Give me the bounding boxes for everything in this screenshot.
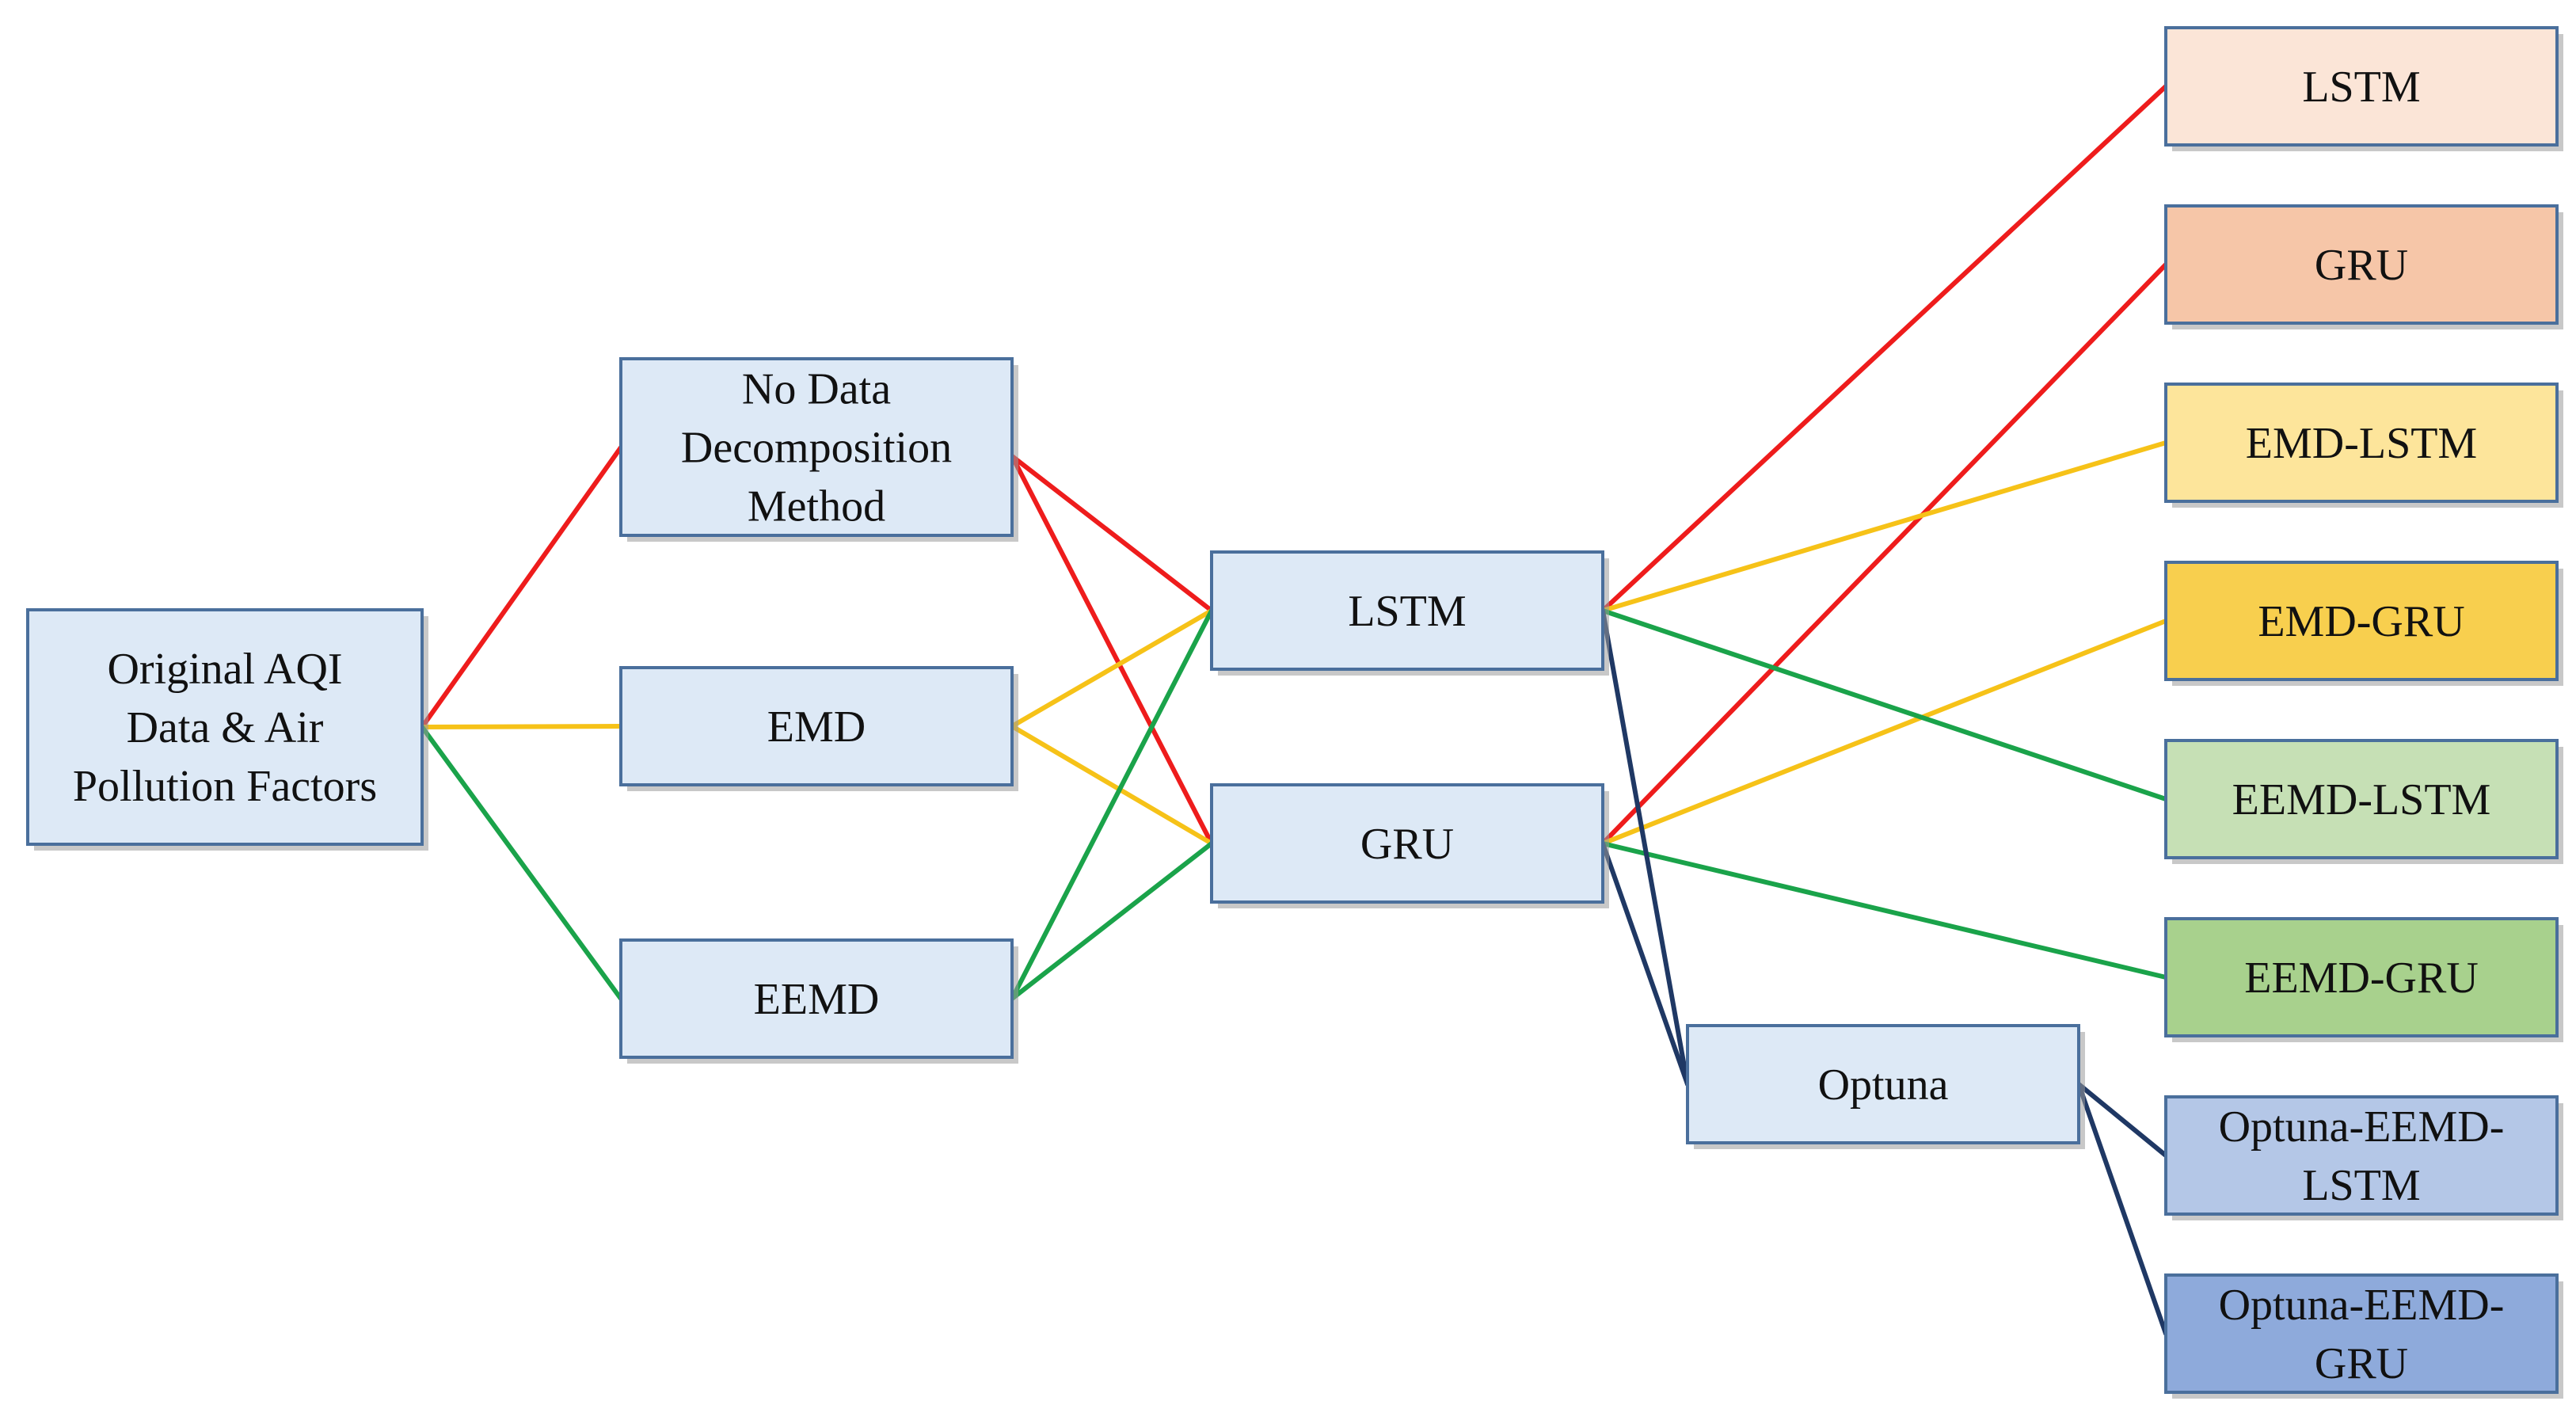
edge-original-to-eemd: [420, 725, 623, 1001]
node-box: [619, 938, 1014, 1059]
node-r-emd-gru: EMD-GRU: [2164, 561, 2563, 686]
node-label-line: Method: [748, 482, 885, 531]
node-label-line: Pollution Factors: [73, 762, 377, 811]
node-label-line: Optuna-EEMD-: [2219, 1281, 2505, 1330]
node-label-line: EMD-GRU: [2258, 597, 2464, 646]
node-label-line: EMD: [767, 702, 866, 752]
node-gru: GRU: [1210, 783, 1609, 908]
edge-original-to-emd: [420, 724, 623, 729]
edge-lstm-to-optuna: [1600, 608, 1690, 1087]
node-box: [1210, 783, 1604, 904]
node-label-line: Optuna: [1818, 1060, 1949, 1110]
edge-original-to-nodecomp: [420, 445, 623, 729]
node-eemd: EEMD: [619, 938, 1018, 1064]
edge-lstm-to-r_lstm: [1600, 84, 2168, 613]
edge-gru-to-optuna: [1600, 841, 1690, 1087]
node-r-lstm: LSTM: [2164, 26, 2563, 151]
node-lstm: LSTM: [1210, 550, 1609, 676]
node-label-line: Original AQI: [107, 645, 342, 694]
node-box: [1210, 550, 1604, 671]
node-label-line: EMD-LSTM: [2246, 419, 2477, 468]
node-emd: EMD: [619, 666, 1018, 791]
edge-optuna-to-r_opt_eemd_gru: [2076, 1082, 2168, 1336]
node-r-gru: GRU: [2164, 204, 2563, 329]
node-label-line: GRU: [2315, 1339, 2408, 1388]
node-label-line: EEMD: [754, 975, 880, 1024]
node-label-line: GRU: [1360, 820, 1454, 869]
edge-nodecomp-to-gru: [1010, 454, 1214, 846]
node-box: [2164, 739, 2559, 859]
edge-emd-to-lstm: [1010, 608, 1214, 729]
node-label-line: Data & Air: [127, 703, 324, 752]
edge-nodecomp-to-lstm: [1010, 454, 1214, 613]
node-r-eemd-gru: EEMD-GRU: [2164, 917, 2563, 1042]
node-box: [619, 666, 1014, 786]
node-label-line: No Data: [742, 365, 891, 414]
edge-emd-to-gru: [1010, 724, 1214, 846]
node-box: [26, 608, 424, 846]
connector-lines: [420, 84, 2168, 1336]
node-box: [619, 357, 1014, 537]
edge-optuna-to-r_opt_eemd_lstm: [2076, 1082, 2168, 1158]
edge-gru-to-r_eemd_gru: [1600, 841, 2168, 980]
node-label-line: GRU: [2315, 241, 2408, 290]
node-box: [2164, 204, 2559, 325]
node-box: [2164, 383, 2559, 503]
node-box: [2164, 917, 2559, 1037]
node-box: [2164, 561, 2559, 681]
node-r-eemd-lstm: EEMD-LSTM: [2164, 739, 2563, 864]
node-r-opt-eemd-lstm: Optuna-EEMD- LSTM: [2164, 1095, 2563, 1220]
node-r-opt-eemd-gru: Optuna-EEMD- GRU: [2164, 1273, 2563, 1399]
node-label-line: Optuna-EEMD-: [2219, 1102, 2505, 1152]
node-label-line: LSTM: [2302, 63, 2420, 112]
node-label-line: EEMD-LSTM: [2232, 775, 2491, 824]
edge-gru-to-r_emd_gru: [1600, 619, 2168, 846]
node-r-emd-lstm: EMD-LSTM: [2164, 383, 2563, 508]
node-optuna: Optuna: [1686, 1024, 2085, 1149]
edge-gru-to-r_gru: [1600, 262, 2168, 846]
edge-eemd-to-gru: [1010, 841, 1214, 1001]
node-box: [1686, 1024, 2080, 1144]
node-label-line: EEMD-GRU: [2244, 954, 2479, 1003]
node-label-line: Decomposition: [681, 424, 952, 473]
node-box: [2164, 26, 2559, 147]
node-box: [2164, 1095, 2559, 1216]
edge-lstm-to-r_eemd_lstm: [1600, 608, 2168, 801]
edge-lstm-to-r_emd_lstm: [1600, 440, 2168, 613]
edge-eemd-to-lstm: [1010, 608, 1214, 1001]
node-label-line: LSTM: [2302, 1161, 2420, 1210]
node-label-line: LSTM: [1348, 587, 1466, 636]
node-box: [2164, 1273, 2559, 1394]
